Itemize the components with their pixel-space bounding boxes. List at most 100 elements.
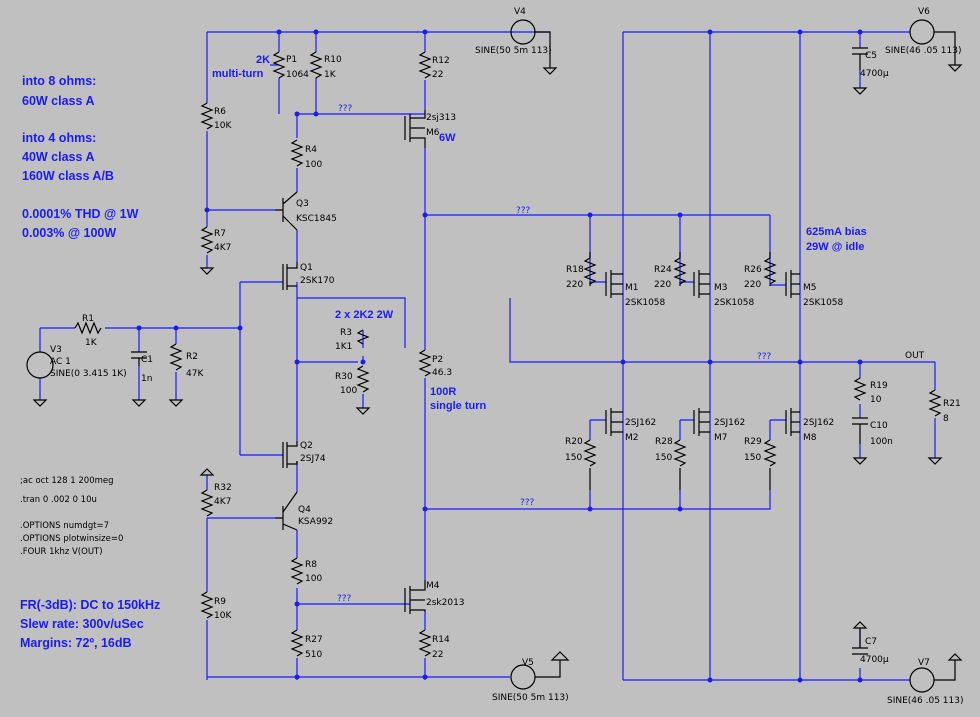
r4-name: R4: [305, 145, 317, 155]
wires: [39, 31, 936, 681]
resistor-r9: [200, 591, 214, 619]
r28-name: R28: [655, 437, 673, 447]
p2-name: P2: [432, 355, 443, 365]
r7-name: R7: [214, 229, 226, 239]
transistor-q3: [275, 191, 298, 231]
note-160w: 160W class A/B: [22, 169, 114, 183]
m6-name: M6: [426, 128, 440, 138]
note-p2b: single turn: [430, 400, 487, 412]
c7-name: C7: [865, 637, 877, 647]
spice-directives: ;ac oct 128 1 200meg .tran 0 .002 0 10u …: [20, 476, 123, 557]
r1-name: R1: [82, 314, 94, 324]
resistor-r8: [290, 557, 304, 585]
r24-value: 220: [654, 280, 671, 290]
m3-name: M3: [714, 283, 728, 293]
note-thd1: 0.0001% THD @ 1W: [22, 207, 139, 221]
q1-value: 2SK170: [300, 276, 335, 286]
v5-value: SINE(50 5m 113): [492, 693, 569, 703]
c10-name: C10: [870, 421, 888, 431]
c5-value: 4700µ: [860, 69, 889, 79]
r10-name: R10: [324, 55, 342, 65]
c5-name: C5: [865, 51, 877, 61]
r1-value: 1K: [85, 338, 98, 348]
junctions: [136, 29, 863, 683]
q3-value: KSC1845: [296, 214, 337, 224]
m5-name: M5: [803, 283, 817, 293]
resistor-r18: [583, 257, 597, 285]
q1-name: Q1: [300, 263, 313, 273]
p1-name: P1: [286, 55, 297, 65]
r30-name: R30: [335, 372, 353, 382]
m4-name: M4: [426, 581, 440, 591]
r8-name: R8: [305, 560, 317, 570]
r29-value: 150: [744, 453, 761, 463]
r19-name: R19: [870, 381, 888, 391]
transistor-q2: [282, 441, 298, 468]
note-60w: 60W class A: [22, 94, 95, 108]
r2-value: 47K: [186, 369, 204, 379]
r21-name: R21: [943, 399, 961, 409]
r12-name: R12: [432, 56, 450, 66]
m1-name: M1: [625, 283, 639, 293]
mosfet-m6: [404, 110, 426, 148]
m1-value: 2SK1058: [625, 298, 666, 308]
r27-name: R27: [305, 635, 323, 645]
r9-name: R9: [214, 597, 226, 607]
note-margins: Margins: 72º, 16dB: [20, 636, 132, 650]
r3-value: 1K1: [335, 342, 352, 352]
q4-name: Q4: [298, 505, 311, 515]
directive-tran: .tran 0 .002 0 10u: [20, 495, 97, 505]
v7-value: SINE(46 .05 113): [887, 696, 963, 706]
v4-name: V4: [514, 7, 526, 17]
net-unknown-1: ???: [338, 104, 353, 114]
resistor-r14: [418, 629, 432, 657]
r9-value: 10K: [214, 611, 232, 621]
r4-value: 100: [305, 160, 322, 170]
resistor-r30: [356, 365, 370, 393]
source-v5: [510, 664, 536, 690]
resistor-r1: [74, 321, 102, 335]
resistor-r12: [418, 51, 432, 79]
source-v6: [909, 19, 935, 45]
capacitor-c5: [852, 47, 868, 70]
note-40w: 40W class A: [22, 150, 95, 164]
r10-value: 1K: [324, 70, 337, 80]
net-unknown-2: ???: [516, 206, 531, 216]
r6-value: 10K: [214, 121, 232, 131]
resistor-r29: [763, 439, 777, 467]
source-v7: [909, 667, 935, 693]
r28-value: 150: [655, 453, 672, 463]
resistor-r32: [200, 489, 214, 517]
component-labels: P1 1064 R10 1K R12 22 R6 10K R4 100 Q3 K…: [82, 51, 961, 665]
m5-value: 2SK1058: [803, 298, 844, 308]
source-v3: [26, 351, 54, 379]
r29-name: R29: [744, 437, 762, 447]
r6-name: R6: [214, 107, 226, 117]
resistor-r27: [290, 629, 304, 657]
mosfet-m5: [785, 270, 800, 298]
net-unknown-5: ???: [337, 594, 352, 604]
note-p1b: multi-turn: [212, 68, 264, 80]
m7-value: 2SJ162: [714, 418, 745, 428]
v3-value: SINE(0 3.415 1K): [50, 369, 127, 379]
r3-name: R3: [340, 328, 352, 338]
note-into4: into 4 ohms:: [22, 131, 96, 145]
note-p2a: 100R: [430, 386, 456, 398]
r2-name: R2: [186, 352, 198, 362]
r26-value: 220: [744, 280, 761, 290]
directive-opt2: .OPTIONS plotwinsize=0: [20, 534, 123, 544]
r7-value: 4K7: [214, 243, 231, 253]
r32-value: 4K7: [214, 497, 231, 507]
transistor-q4: [275, 491, 298, 531]
ground-symbols: [32, 87, 943, 629]
capacitors: [131, 47, 868, 655]
transistor-q1: [282, 262, 298, 290]
resistor-r7: [200, 226, 214, 254]
r21-value: 8: [943, 414, 949, 424]
note-fr: FR(-3dB): DC to 150kHz: [20, 598, 160, 612]
resistors: [74, 51, 942, 657]
v6-name: V6: [918, 7, 930, 17]
r32-name: R32: [214, 483, 232, 493]
resistor-r21: [928, 389, 942, 417]
v3-ac: AC 1: [50, 357, 71, 367]
